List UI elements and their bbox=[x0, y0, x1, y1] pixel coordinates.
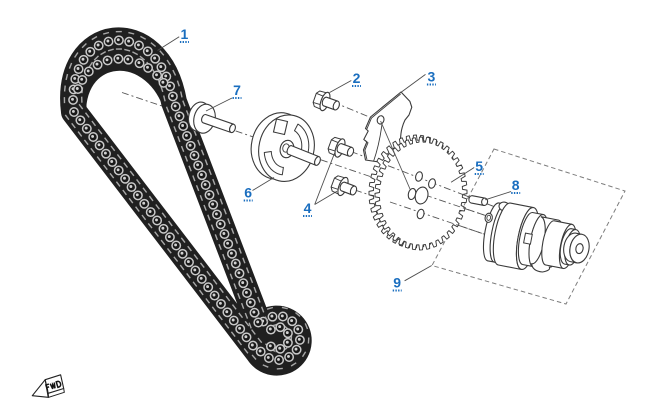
svg-text:6: 6 bbox=[244, 185, 252, 201]
svg-text:9: 9 bbox=[393, 275, 401, 291]
svg-text:2: 2 bbox=[353, 70, 361, 86]
svg-text:8: 8 bbox=[512, 177, 520, 193]
svg-text:4: 4 bbox=[304, 200, 312, 216]
svg-text:1: 1 bbox=[181, 26, 189, 42]
svg-text:5: 5 bbox=[475, 158, 483, 174]
svg-text:7: 7 bbox=[233, 82, 241, 98]
svg-text:3: 3 bbox=[428, 69, 436, 85]
